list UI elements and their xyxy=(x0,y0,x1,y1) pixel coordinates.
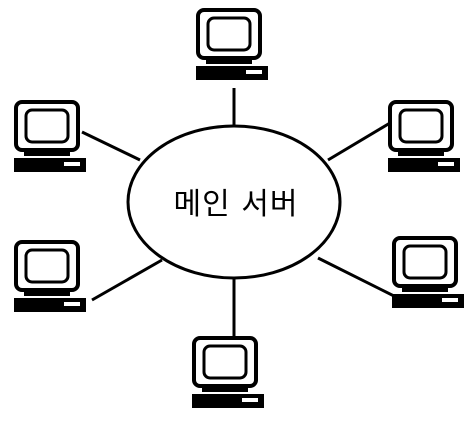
link-lower-left xyxy=(91,258,163,302)
computer-icon-top xyxy=(194,8,270,82)
link-lower-right xyxy=(317,256,399,300)
link-upper-right xyxy=(327,118,396,162)
computer-icon-lower-left xyxy=(12,240,88,314)
computer-icon-upper-left xyxy=(12,100,88,174)
link-upper-left xyxy=(81,130,141,162)
main-server-label: 메인 서버 xyxy=(174,187,299,222)
computer-icon-upper-right xyxy=(386,100,462,174)
main-server-node xyxy=(126,124,342,280)
computer-icon-bottom xyxy=(190,336,266,410)
computer-icon-lower-right xyxy=(390,236,466,310)
